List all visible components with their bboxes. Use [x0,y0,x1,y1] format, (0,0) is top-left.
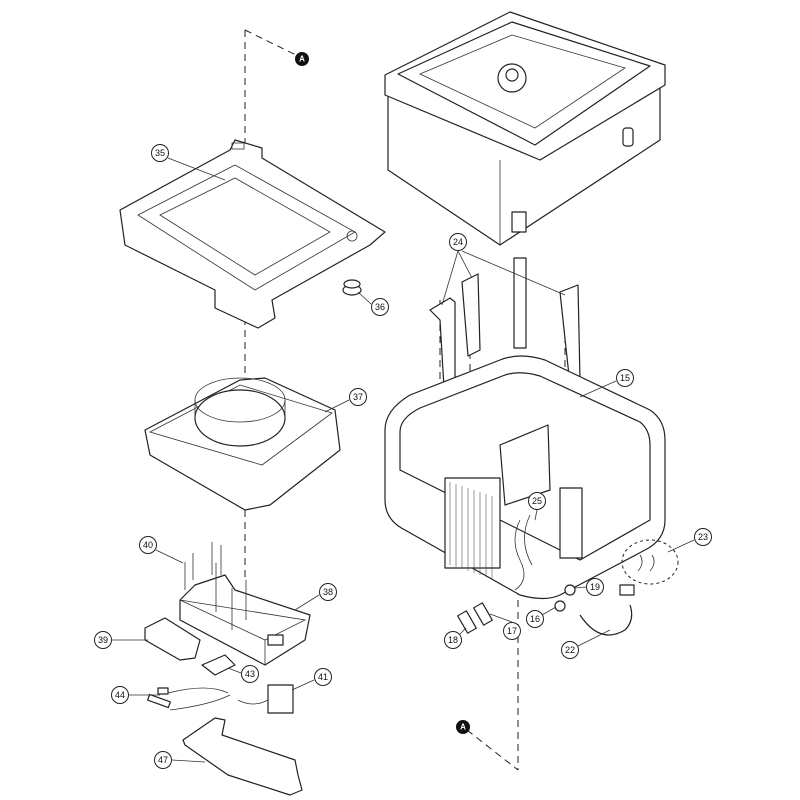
part-23-sensors [621,539,679,585]
svg-text:36: 36 [375,302,385,312]
part-38-control-box [179,574,311,666]
part-35-frame [119,139,386,329]
svg-text:17: 17 [507,626,517,636]
svg-text:18: 18 [448,635,458,645]
svg-text:37: 37 [353,392,363,402]
callout-15: 15 [616,369,634,387]
svg-text:25: 25 [532,496,542,506]
callout-44: 44 [111,686,129,704]
callout-36: 36 [371,298,389,316]
part-44-sensor-wire [147,687,231,711]
svg-text:38: 38 [323,587,333,597]
part-41-transformer [237,684,294,714]
callout-25: 25 [528,492,546,510]
callout-43: 43 [241,665,259,683]
callout-38: 38 [319,583,337,601]
callout-47: 47 [154,751,172,769]
svg-text:24: 24 [453,237,463,247]
reference-mark-a-top: A [295,52,309,66]
part-40-screws [184,542,247,630]
part-36-grommet [342,279,362,296]
svg-text:19: 19 [590,582,600,592]
leader-lines [112,157,695,763]
part-15-heat-exchanger-coil [384,355,666,600]
svg-text:41: 41 [318,672,328,682]
main-housing [384,11,666,246]
callout-37: 37 [349,388,367,406]
svg-text:16: 16 [530,614,540,624]
callout-22: 22 [561,641,579,659]
callout-40: 40 [139,536,157,554]
callout-39: 39 [94,631,112,649]
svg-text:35: 35 [155,148,165,158]
callout-17: 17 [503,622,521,640]
svg-text:44: 44 [115,690,125,700]
svg-text:40: 40 [143,540,153,550]
reference-mark-a-bottom: A [456,720,470,734]
part-47-bracket [182,717,303,796]
svg-text:23: 23 [698,532,708,542]
callout-35: 35 [151,144,169,162]
small-parts [457,584,635,636]
svg-text:A: A [460,723,466,732]
svg-text:47: 47 [158,755,168,765]
svg-text:22: 22 [565,645,575,655]
callout-19: 19 [586,578,604,596]
callout-23: 23 [694,528,712,546]
svg-text:39: 39 [98,635,108,645]
callout-18: 18 [444,631,462,649]
callout-16: 16 [526,610,544,628]
svg-text:43: 43 [245,669,255,679]
callout-24: 24 [449,233,467,251]
part-43-terminal [201,654,236,676]
svg-text:A: A [299,55,305,64]
coil-fins [449,482,493,579]
part-37-panel [144,377,341,511]
part-24-brackets [429,257,581,406]
svg-text:15: 15 [620,373,630,383]
callout-41: 41 [314,668,332,686]
